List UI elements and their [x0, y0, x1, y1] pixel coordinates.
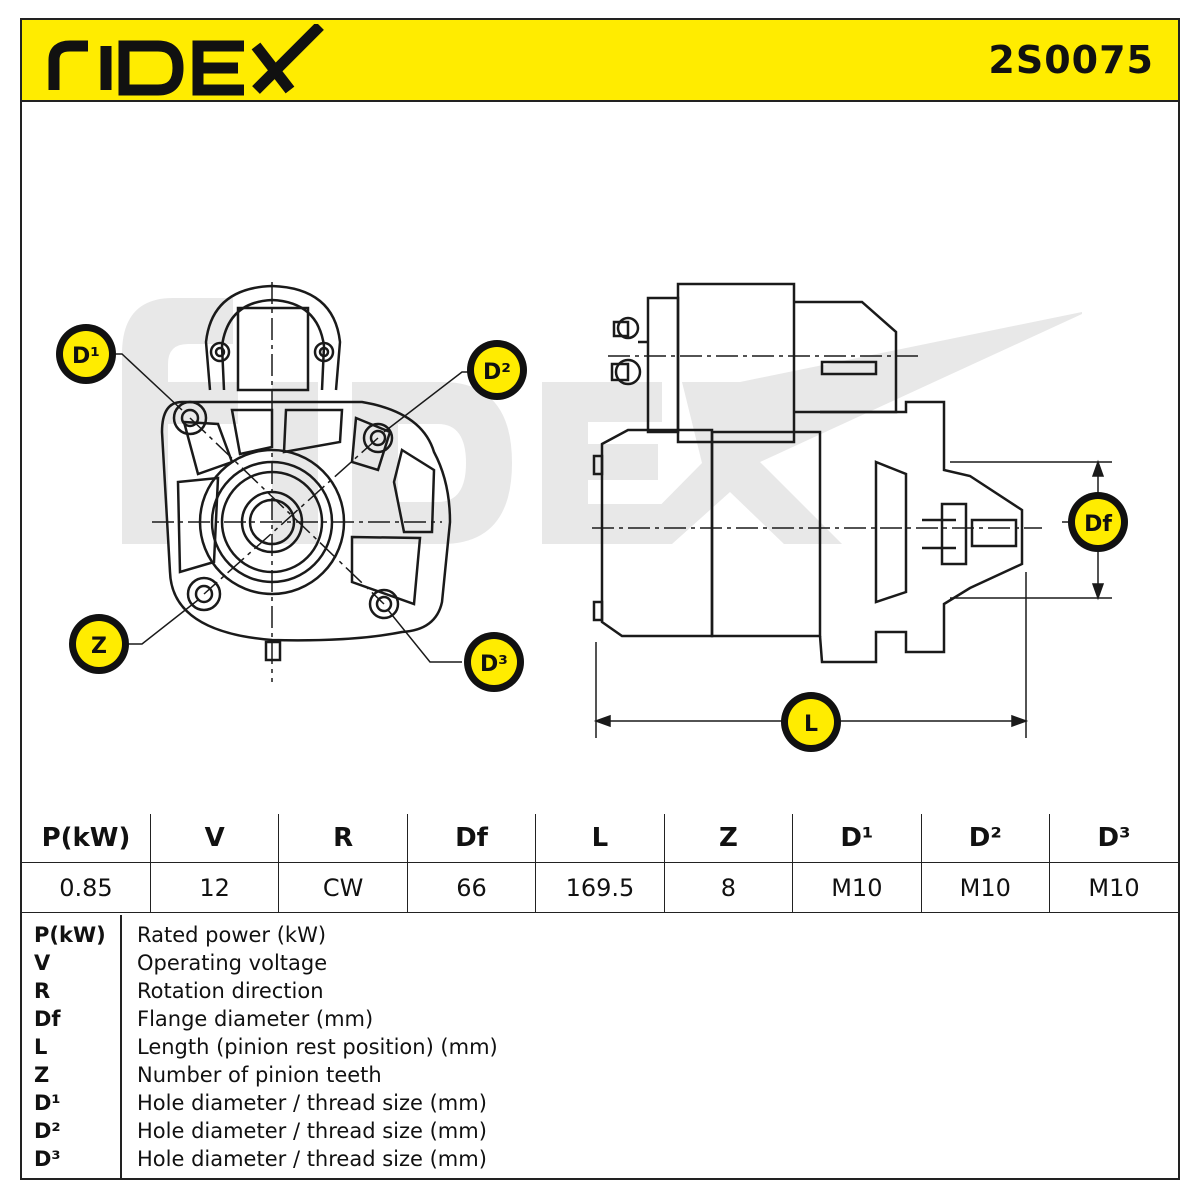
- svg-text:Df: Df: [1084, 512, 1112, 537]
- spec-value-cell: 169.5: [535, 862, 665, 913]
- legend-symbol: V: [34, 951, 51, 975]
- spec-header-cell: V: [149, 814, 280, 863]
- callout-z: Z: [69, 614, 129, 674]
- ridex-logo: [44, 22, 324, 100]
- svg-text:Z: Z: [91, 634, 107, 659]
- spec-value-row: 0.85 12 CW 66 169.5 8 M10 M10 M10: [22, 862, 1178, 913]
- spec-header-cell: D²: [920, 814, 1051, 863]
- legend-row: R Rotation direction: [22, 979, 1178, 1007]
- product-sheet: 2S0075: [20, 18, 1180, 1180]
- svg-text:D³: D³: [480, 652, 508, 677]
- legend-description: Number of pinion teeth: [137, 1063, 382, 1087]
- legend-symbol: Df: [34, 1007, 61, 1031]
- spec-value-cell: CW: [278, 862, 408, 913]
- legend-symbol: D¹: [34, 1091, 61, 1115]
- legend-description: Length (pinion rest position) (mm): [137, 1035, 498, 1059]
- legend: P(kW) Rated power (kW) V Operating volta…: [22, 915, 1178, 1180]
- svg-text:D¹: D¹: [72, 344, 100, 369]
- spec-header-cell: P(kW): [22, 814, 151, 863]
- spec-value-cell: M10: [920, 862, 1051, 913]
- legend-row: D² Hole diameter / thread size (mm): [22, 1119, 1178, 1147]
- legend-description: Flange diameter (mm): [137, 1007, 374, 1031]
- legend-row: P(kW) Rated power (kW): [22, 923, 1178, 951]
- spec-value-cell: 66: [406, 862, 537, 913]
- callout-df: Df: [1068, 492, 1128, 552]
- callout-l: L: [781, 692, 841, 752]
- callout-d1: D¹: [56, 324, 116, 384]
- part-number: 2S0075: [988, 38, 1154, 82]
- callout-d2: D²: [467, 340, 527, 400]
- spec-table: P(kW) V R Df L Z D¹ D² D³ 0.85 12 CW 66 …: [22, 814, 1178, 913]
- spec-value-cell: 12: [149, 862, 280, 913]
- spec-header-row: P(kW) V R Df L Z D¹ D² D³: [22, 814, 1178, 863]
- legend-symbol: D²: [34, 1119, 61, 1143]
- legend-row: V Operating voltage: [22, 951, 1178, 979]
- svg-text:L: L: [804, 712, 818, 737]
- svg-text:D²: D²: [483, 360, 511, 385]
- legend-symbol: L: [34, 1035, 48, 1059]
- spec-header-cell: D³: [1049, 814, 1178, 863]
- legend-description: Operating voltage: [137, 951, 328, 975]
- legend-symbol: Z: [34, 1063, 50, 1087]
- legend-row: D¹ Hole diameter / thread size (mm): [22, 1091, 1178, 1119]
- legend-row: Z Number of pinion teeth: [22, 1063, 1178, 1091]
- legend-symbol: D³: [34, 1147, 61, 1171]
- legend-row: D³ Hole diameter / thread size (mm): [22, 1147, 1178, 1175]
- side-centerlines: [592, 355, 1042, 529]
- legend-description: Hole diameter / thread size (mm): [137, 1119, 487, 1143]
- legend-row: L Length (pinion rest position) (mm): [22, 1035, 1178, 1063]
- spec-value-cell: 0.85: [22, 862, 151, 913]
- spec-value-cell: M10: [1049, 862, 1178, 913]
- legend-description: Hole diameter / thread size (mm): [137, 1147, 487, 1171]
- legend-description: Rated power (kW): [137, 923, 327, 947]
- spec-header-cell: Df: [406, 814, 537, 863]
- front-view: [160, 284, 452, 662]
- technical-drawing: D¹ D² Z D³ Df: [22, 102, 1178, 814]
- spec-header-cell: Z: [663, 814, 794, 863]
- spec-header-cell: L: [535, 814, 665, 863]
- legend-description: Rotation direction: [137, 979, 324, 1003]
- legend-divider: [120, 915, 122, 1180]
- legend-symbol: P(kW): [34, 923, 106, 947]
- spec-header-cell: D¹: [792, 814, 922, 863]
- legend-row: Df Flange diameter (mm): [22, 1007, 1178, 1035]
- callout-d3: D³: [464, 632, 524, 692]
- spec-header-cell: R: [278, 814, 408, 863]
- spec-value-cell: 8: [663, 862, 794, 913]
- header-bar: 2S0075: [22, 20, 1178, 102]
- front-centerlines: [152, 282, 442, 682]
- legend-description: Hole diameter / thread size (mm): [137, 1091, 487, 1115]
- spec-value-cell: M10: [792, 862, 922, 913]
- legend-symbol: R: [34, 979, 51, 1003]
- side-view: [592, 282, 1024, 664]
